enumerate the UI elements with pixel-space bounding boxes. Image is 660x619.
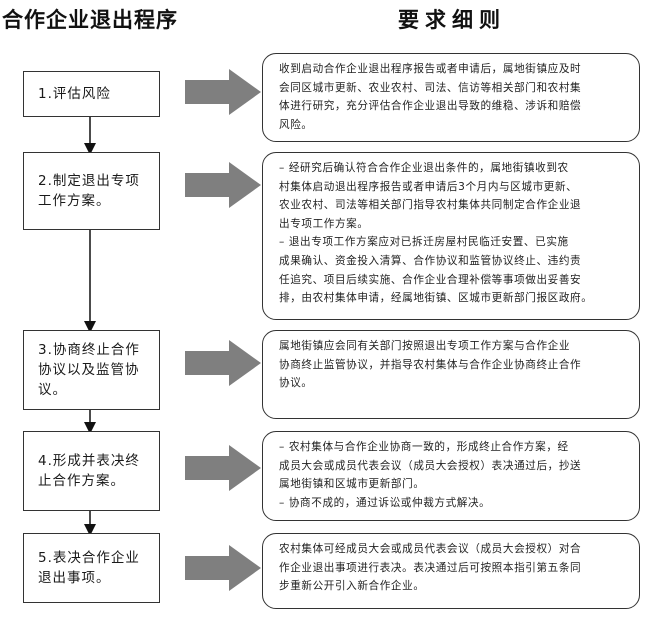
arrow-right-icon (185, 160, 265, 210)
requirement-1-box: 收到启动合作企业退出程序报告或者申请后，属地街镇应及时 会同区城市更新、农业农村… (262, 53, 640, 142)
arrow-right-icon (185, 443, 265, 493)
arrow-right-icon (185, 67, 265, 117)
requirement-5-text: 农村集体可经成员大会或成员代表会议（成员大会授权）对合 作企业退出事项进行表决。… (279, 543, 582, 593)
requirements-title: 要求细则 (398, 8, 506, 32)
requirement-3-box: 属地街镇应会同有关部门按照退出专项工作方案与合作企业 协商终止监管协议，并指导农… (262, 330, 640, 419)
requirement-2-box: – 经研究后确认符合合作企业退出条件的，属地街镇收到农 村集体启动退出程序报告或… (262, 152, 640, 320)
requirement-4-text-b: – 协商不成的，通过诉讼或仲裁方式解决。 (279, 496, 491, 509)
step-1-label: 1.评估风险 (38, 86, 111, 102)
step-2-label: 2.制定退出专项 工作方案。 (38, 173, 140, 209)
step-5-box: 5.表决合作企业 退出事项。 (23, 533, 160, 603)
requirement-4-box: – 农村集体与合作企业协商一致的，形成终止合作方案，经 成员大会或成员代表会议（… (262, 431, 640, 521)
requirement-5-box: 农村集体可经成员大会或成员代表会议（成员大会授权）对合 作企业退出事项进行表决。… (262, 533, 640, 609)
step-3-box: 3.协商终止合作 协议以及监管协 议。 (23, 330, 160, 410)
step-3-label: 3.协商终止合作 协议以及监管协 议。 (38, 342, 140, 398)
requirement-1-text: 收到启动合作企业退出程序报告或者申请后，属地街镇应及时 会同区城市更新、农业农村… (279, 63, 582, 131)
requirement-3-text: 属地街镇应会同有关部门按照退出专项工作方案与合作企业 协商终止监管协议，并指导农… (279, 340, 582, 390)
step-4-label: 4.形成并表决终 止合作方案。 (38, 453, 140, 489)
requirement-4-text-a: – 农村集体与合作企业协商一致的，形成终止合作方案，经 成员大会或成员代表会议（… (279, 441, 582, 491)
step-5-label: 5.表决合作企业 退出事项。 (38, 550, 140, 586)
requirement-2-text-a: – 经研究后确认符合合作企业退出条件的，属地街镇收到农 村集体启动退出程序报告或… (279, 162, 582, 230)
arrow-right-icon (185, 543, 265, 593)
process-title: 合作企业退出程序 (2, 8, 178, 32)
step-4-box: 4.形成并表决终 止合作方案。 (23, 431, 160, 511)
requirement-2-text-b: – 退出专项工作方案应对已拆迁房屋村民临迁安置、已实施 成果确认、资金投入清算、… (279, 236, 593, 305)
step-1-box: 1.评估风险 (23, 71, 160, 117)
arrow-right-icon (185, 338, 265, 388)
step-2-box: 2.制定退出专项 工作方案。 (23, 152, 160, 230)
